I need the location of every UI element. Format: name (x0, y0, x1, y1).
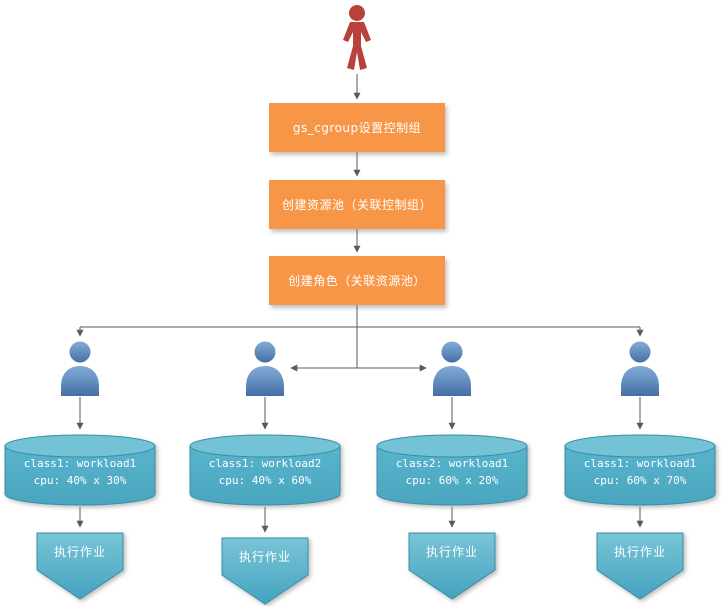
pool-class-label-2: class1: workload2 (208, 457, 322, 470)
admin-person-icon (337, 4, 377, 72)
pool-cpu-label-2: cpu: 40% x 60% (218, 474, 312, 487)
pool-class-label-4: class1: workload1 (583, 457, 697, 470)
resource-pool-cylinder-2: class1: workload2 cpu: 40% x 60% (189, 434, 341, 506)
resource-pool-cylinder-1: class1: workload1 cpu: 40% x 30% (4, 434, 156, 506)
step-create-role: 创建角色（关联资源池） (269, 256, 445, 305)
execute-job-banner-1: 执行作业 (36, 532, 124, 600)
execute-job-banner-3: 执行作业 (408, 532, 496, 600)
step-create-resource-pool: 创建资源池（关联控制组） (269, 180, 445, 229)
execute-job-label-4: 执行作业 (613, 545, 666, 559)
user-icon-4 (618, 340, 662, 396)
resource-pool-cylinder-3: class2: workload1 cpu: 60% x 20% (376, 434, 528, 506)
user-icon-3 (430, 340, 474, 396)
pool-class-label-1: class1: workload1 (23, 457, 137, 470)
execute-job-label-1: 执行作业 (53, 545, 106, 559)
execute-job-label-3: 执行作业 (425, 545, 478, 559)
user-icon-2 (243, 340, 287, 396)
step-gs-cgroup: gs_cgroup设置控制组 (269, 103, 445, 152)
resource-pool-cylinder-4: class1: workload1 cpu: 60% x 70% (564, 434, 716, 506)
pool-cpu-label-3: cpu: 60% x 20% (405, 474, 499, 487)
pool-class-label-3: class2: workload1 (395, 457, 509, 470)
user-icon-1 (58, 340, 102, 396)
pool-cpu-label-4: cpu: 60% x 70% (593, 474, 687, 487)
pool-cpu-label-1: cpu: 40% x 30% (33, 474, 127, 487)
execute-job-banner-2: 执行作业 (221, 537, 309, 605)
execute-job-label-2: 执行作业 (238, 550, 291, 564)
execute-job-banner-4: 执行作业 (596, 532, 684, 600)
